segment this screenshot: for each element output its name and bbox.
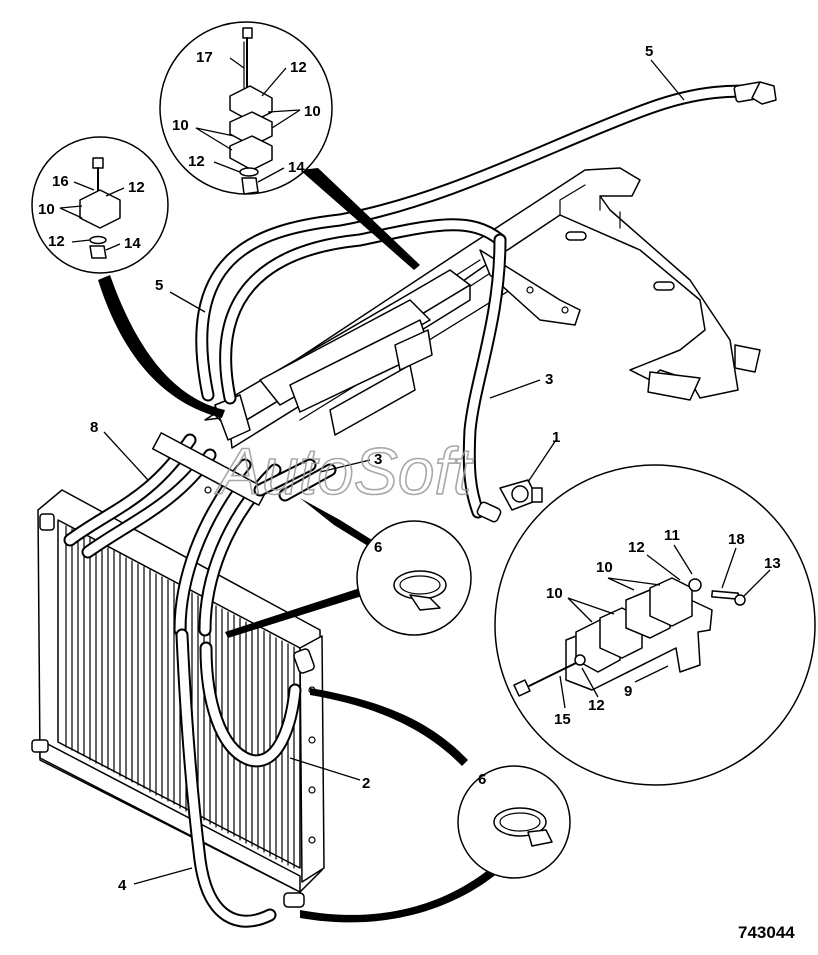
callout-6: 6 [374,539,382,556]
callout-6: 6 [478,771,486,788]
callout-10: 10 [546,585,563,602]
callout-12: 12 [128,179,145,196]
callout-3: 3 [545,371,553,388]
callout-10: 10 [596,559,613,576]
callout-2: 2 [362,775,370,792]
hoses [63,81,777,928]
callout-3: 3 [374,451,382,468]
callout-1: 1 [552,429,560,446]
callout-10: 10 [172,117,189,134]
callout-10: 10 [304,103,321,120]
callout-14: 14 [288,159,305,176]
callout-18: 18 [728,531,745,548]
callout-5: 5 [645,43,653,60]
watermark-text: AutoSoft [214,434,474,508]
hose-clamp-beam [209,269,471,449]
callout-16: 16 [52,173,69,190]
oil-cooler-radiator [31,489,325,908]
callout-connectors [98,168,506,923]
callout-12: 12 [48,233,65,250]
callout-12: 12 [588,697,605,714]
leader-lines [59,57,771,885]
callout-9: 9 [624,683,632,700]
callout-11: 11 [664,527,680,544]
callout-5: 5 [155,277,163,294]
detail-circle-hose-clip-upper [356,520,472,636]
callout-10: 10 [38,201,55,218]
detail-circle-left-clamp [31,136,169,274]
callout-12: 12 [188,153,205,170]
callout-17: 17 [196,49,213,66]
detail-circle-bracket-assembly [494,464,816,786]
callout-numbers: 17 12 10 10 12 14 16 12 10 12 14 5 5 3 3… [38,43,781,894]
callout-12: 12 [290,59,307,76]
callout-15: 15 [554,711,571,728]
detail-circle-upper-clamp [159,21,333,195]
callout-4: 4 [118,877,127,894]
callout-12: 12 [628,539,645,556]
detail-circle-hose-clip-lower [457,765,571,879]
callout-13: 13 [764,555,781,572]
callout-14: 14 [124,235,141,252]
callout-8: 8 [90,419,98,436]
figure-number: 743044 [738,923,795,942]
